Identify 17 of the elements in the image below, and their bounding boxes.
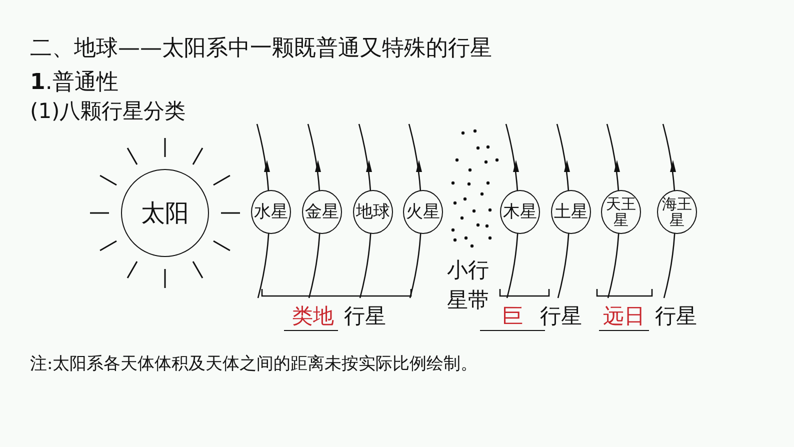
category-label: 行星: [655, 303, 697, 330]
heading-text: 1.普通性: [30, 69, 118, 97]
planet-ellipse: 天王星: [601, 190, 641, 234]
planet-ellipse: 土星: [551, 190, 591, 234]
note-text: 注:太阳系各天体体积及天体之间的距离未按实际比例绘制。: [30, 353, 478, 375]
planet-ellipse: 地球: [353, 190, 393, 234]
heading-text: (1)八颗行星分类: [30, 98, 186, 125]
planet-ellipse: 木星: [500, 190, 540, 234]
planet-ellipse: 火星: [403, 190, 443, 234]
sun-circle: 太阳: [121, 169, 209, 257]
fill-in-answer: 远日: [599, 302, 649, 331]
category-label: 行星: [344, 303, 386, 330]
planet-ellipse: 海王星: [657, 190, 697, 234]
planet-ellipse: 水星: [251, 190, 291, 234]
fill-in-answer: 类地: [284, 302, 338, 331]
title-text: 二、地球——太阳系中一颗既普通又特殊的行星: [30, 35, 492, 63]
planet-ellipse: 金星: [302, 190, 342, 234]
